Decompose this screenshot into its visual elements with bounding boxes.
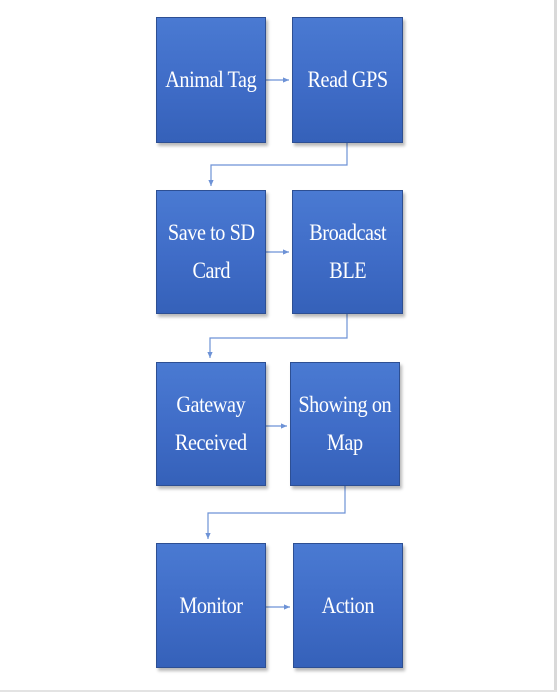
node-label: Read GPS bbox=[307, 67, 388, 92]
node-label: Broadcast BLE bbox=[309, 220, 386, 283]
arrow-broadcast-ble-to-gateway bbox=[207, 314, 348, 358]
arrow-showing-map-to-monitor bbox=[205, 486, 346, 539]
node-save-to-sd-card: Save to SD Card bbox=[156, 190, 266, 314]
node-label: Animal Tag bbox=[165, 67, 257, 92]
node-label: Gateway Received bbox=[175, 392, 247, 455]
node-label: Action bbox=[321, 592, 375, 618]
node-gateway-received: Gateway Received bbox=[156, 362, 266, 486]
node-label: Monitor bbox=[179, 592, 243, 618]
node-animal-tag: Animal Tag bbox=[156, 17, 266, 143]
node-action: Action bbox=[293, 543, 403, 668]
arrow-read-gps-to-save-sd bbox=[208, 143, 348, 186]
node-label: Showing on Map bbox=[298, 392, 392, 455]
page-edge-right bbox=[554, 0, 557, 692]
node-monitor: Monitor bbox=[156, 543, 266, 668]
node-broadcast-ble: Broadcast BLE bbox=[292, 190, 403, 314]
node-showing-on-map: Showing on Map bbox=[290, 362, 400, 486]
node-read-gps: Read GPS bbox=[292, 17, 403, 143]
page-edge-bottom bbox=[0, 690, 557, 692]
node-label: Save to SD Card bbox=[167, 220, 255, 283]
